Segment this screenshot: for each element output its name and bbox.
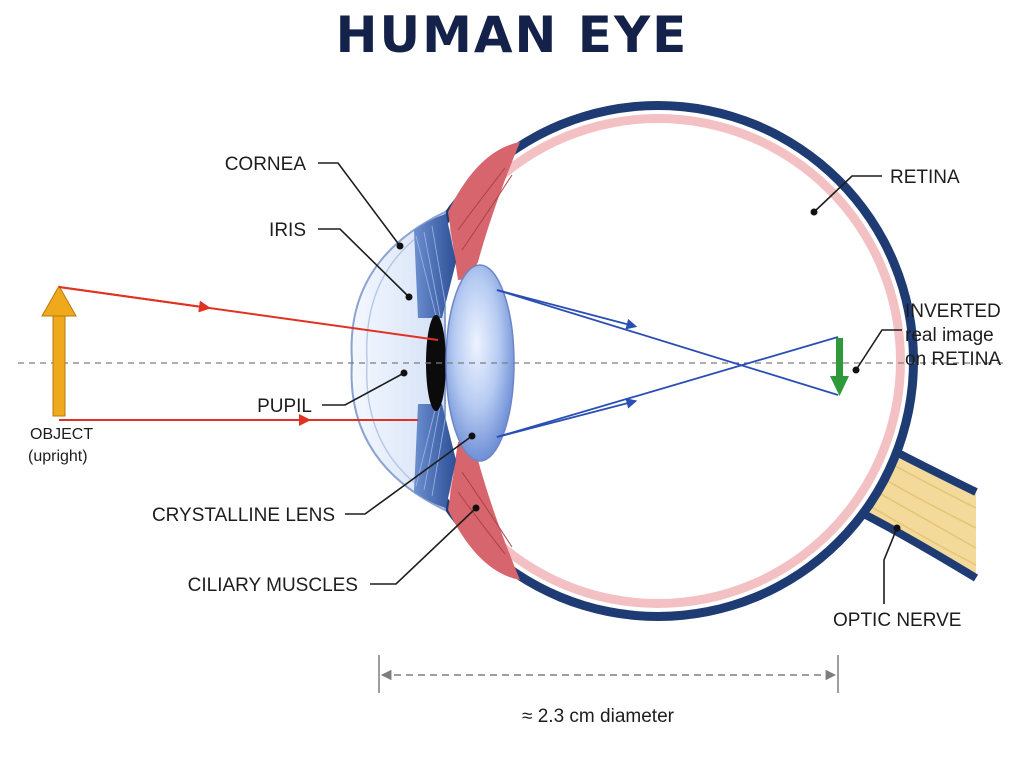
leader-lines: [318, 162, 902, 604]
label-crystalline-lens: CRYSTALLINE LENS: [152, 505, 335, 526]
ciliary-muscles: [448, 142, 520, 580]
diameter-dimension: [378, 655, 839, 693]
label-real-image: real image: [905, 325, 994, 346]
refracted-rays: [496, 289, 839, 438]
label-retina: RETINA: [890, 167, 960, 188]
diameter-label: ≈ 2.3 cm diameter: [522, 706, 675, 727]
label-ciliary-muscles: CILIARY MUSCLES: [188, 575, 358, 596]
iris: [414, 214, 456, 508]
label-on-retina: on RETINA: [905, 349, 1001, 370]
label-inverted: INVERTED: [905, 301, 1001, 322]
object-arrow: [41, 284, 77, 417]
label-optic-nerve: OPTIC NERVE: [833, 610, 961, 631]
label-object-upright: (upright): [28, 448, 88, 465]
label-object: OBJECT: [30, 426, 93, 443]
inverted-image-arrow: [830, 338, 849, 396]
label-cornea: CORNEA: [225, 154, 307, 175]
incoming-rays: [58, 286, 439, 426]
eyeball: [398, 101, 918, 621]
label-iris: IRIS: [269, 220, 306, 241]
diagram-title: HUMAN EYE: [336, 6, 689, 64]
label-pupil: PUPIL: [257, 396, 312, 417]
